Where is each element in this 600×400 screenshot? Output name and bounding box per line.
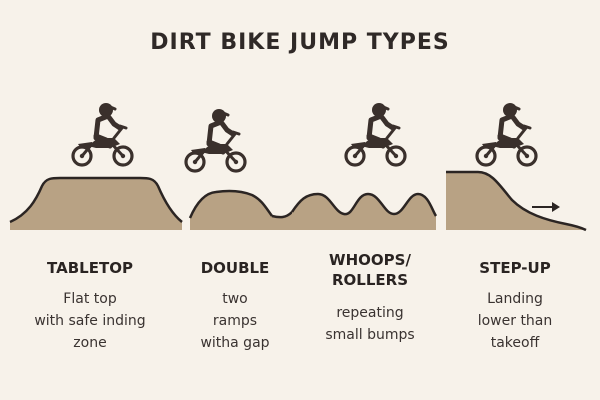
jump-card-whoops: WHOOPS/ ROLLERS repeating small bumps bbox=[300, 250, 440, 346]
jump-description: two ramps witha gap bbox=[200, 291, 270, 351]
dirt-bike-rider-icon bbox=[477, 103, 536, 165]
dirt-bike-rider-icon bbox=[186, 109, 245, 171]
arrow-right-icon bbox=[532, 202, 560, 212]
jump-description: repeating small bumps bbox=[325, 305, 415, 343]
jump-heading: DOUBLE bbox=[200, 259, 270, 277]
jump-heading: STEP-UP bbox=[479, 259, 551, 277]
jump-card-double: DOUBLE two ramps witha gap bbox=[175, 258, 295, 354]
jump-card-step-up: STEP-UP Landing lower than takeoff bbox=[450, 258, 580, 354]
jump-description: Landing lower than takeoff bbox=[477, 291, 553, 351]
jump-heading: WHOOPS/ ROLLERS bbox=[329, 251, 411, 289]
jump-description: Flat top with safe inding zone bbox=[34, 291, 146, 351]
tabletop-ramp bbox=[10, 178, 182, 230]
step-up-ramp bbox=[446, 172, 586, 230]
jump-card-tabletop: TABLETOP Flat top with safe inding zone bbox=[20, 258, 160, 354]
page-title: DIRT BIKE JUMP TYPES bbox=[150, 30, 450, 55]
dirt-bike-rider-icon bbox=[73, 103, 132, 165]
jump-heading: TABLETOP bbox=[47, 259, 133, 277]
dirt-bike-rider-icon bbox=[346, 103, 405, 165]
whoops-bumps bbox=[292, 194, 436, 230]
double-takeoff-ramp bbox=[190, 191, 280, 230]
